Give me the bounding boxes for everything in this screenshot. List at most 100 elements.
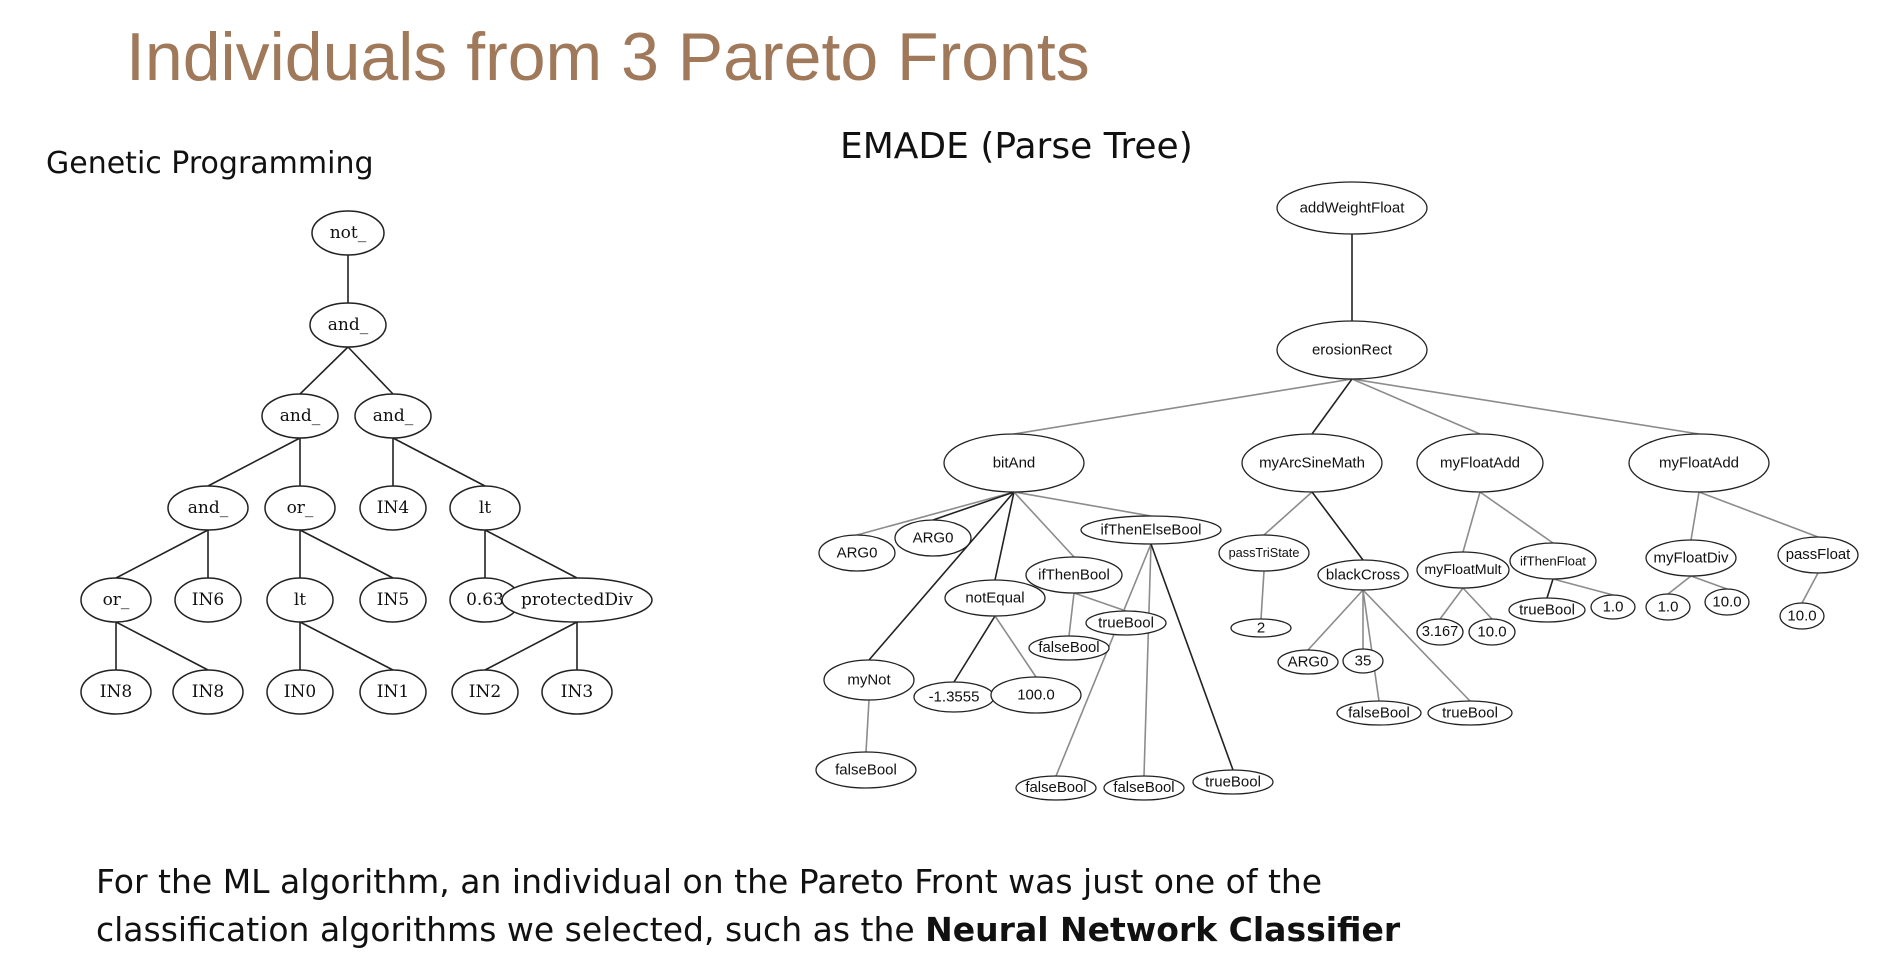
emade-node-shape [1277, 649, 1339, 675]
emade-node: 2 [1230, 618, 1292, 638]
emade-edge [1013, 491, 1152, 517]
gp-node-label: and_ [373, 406, 414, 426]
gp-edge [484, 621, 578, 671]
emade-node-shape [943, 433, 1085, 493]
emade-edges [856, 234, 1819, 777]
emade-node: trueBool [1192, 769, 1274, 795]
emade-node-label: myFloatAdd [1659, 455, 1739, 472]
emade-node-label: 10.0 [1477, 624, 1506, 641]
gp-edge [299, 529, 394, 579]
gp-node: lt [266, 577, 334, 623]
emade-node-shape [1468, 618, 1516, 646]
emade-node-label: ifThenFloat [1520, 554, 1586, 569]
gp-edges [115, 255, 578, 671]
gp-node-shape [167, 485, 249, 531]
emade-node-label: myFloatMult [1424, 562, 1501, 578]
emade-edge [1479, 491, 1554, 544]
emade-node-shape [1416, 618, 1464, 646]
gp-node-label: 0.63 [466, 590, 504, 610]
gp-node-shape [501, 577, 653, 623]
emade-edge [1263, 491, 1313, 536]
emade-node: 10.0 [1468, 618, 1516, 646]
gp-node-label: lt [294, 590, 306, 610]
emade-node-label: notEqual [965, 590, 1024, 607]
gp-node-label: IN8 [192, 682, 224, 702]
emade-node: -1.3555 [913, 681, 995, 713]
gp-node: protectedDiv [501, 577, 653, 623]
emade-node: ifThenElseBool [1080, 515, 1222, 545]
emade-edge [1150, 543, 1234, 771]
emade-edge [1143, 543, 1152, 777]
emade-node-label: 1.0 [1603, 599, 1624, 616]
emade-node-shape [1336, 700, 1422, 726]
emade-node-label: 100.0 [1017, 687, 1055, 704]
gp-node: and_ [309, 302, 387, 348]
gp-edge [207, 437, 301, 487]
emade-node: falseBool [1015, 775, 1097, 801]
emade-node: passTriState [1218, 534, 1310, 572]
emade-node-label: addWeightFloat [1300, 200, 1406, 217]
gp-node: IN8 [80, 669, 152, 715]
gp-node: and_ [167, 485, 249, 531]
emade-node-shape [1317, 559, 1409, 591]
emade-node-label: ifThenBool [1038, 567, 1110, 584]
emade-node-label: 1.0 [1658, 599, 1679, 616]
emade-node-shape [1645, 539, 1737, 577]
emade-node: ARG0 [894, 519, 972, 557]
gp-node: 0.63 [449, 577, 521, 623]
gp-node-shape [359, 577, 427, 623]
emade-edge [1801, 572, 1819, 604]
emade-edge [1073, 592, 1127, 612]
emade-node-shape [1230, 618, 1292, 638]
gp-edge [347, 346, 394, 395]
emade-node-shape [1342, 648, 1384, 674]
gp-node-shape [449, 485, 521, 531]
emade-node-shape [1276, 320, 1428, 380]
emade-node-shape [1276, 181, 1428, 235]
gp-node-shape [359, 485, 427, 531]
gp-node-label: and_ [328, 315, 369, 335]
gp-edge [115, 621, 209, 671]
gp-node-shape [174, 577, 242, 623]
emade-node-label: ARG0 [1288, 654, 1329, 671]
emade-node-shape [1416, 433, 1544, 493]
emade-node: falseBool [1028, 635, 1110, 661]
emade-node-label: falseBool [1348, 705, 1410, 722]
emade-node: myFloatAdd [1416, 433, 1544, 493]
gp-node-label: protectedDiv [521, 590, 633, 610]
gp-node-shape [354, 393, 432, 439]
emade-node-label: ARG0 [913, 530, 954, 547]
gp-node-label: IN5 [377, 590, 409, 610]
gp-edge [115, 529, 209, 579]
gp-node: IN6 [174, 577, 242, 623]
gp-node-shape [80, 577, 152, 623]
emade-edge [1351, 378, 1700, 435]
emade-edge [1667, 575, 1692, 595]
emade-edge [865, 699, 870, 753]
emade-node: 1.0 [1590, 594, 1636, 620]
emade-node: falseBool [1103, 775, 1185, 801]
emade-node-shape [1704, 588, 1750, 616]
gp-node-label: and_ [280, 406, 321, 426]
emade-node: blackCross [1317, 559, 1409, 591]
emade-node-shape [894, 519, 972, 557]
emade-node: erosionRect [1276, 320, 1428, 380]
emade-node-shape [1103, 775, 1185, 801]
gp-node: IN0 [266, 669, 334, 715]
gp-node: IN5 [359, 577, 427, 623]
emade-node-shape [818, 534, 896, 572]
gp-node-shape [261, 393, 339, 439]
gp-node: IN1 [359, 669, 427, 715]
emade-edge [1311, 378, 1353, 435]
emade-section-label: EMADE (Parse Tree) [840, 126, 1193, 167]
emade-node-label: bitAnd [993, 455, 1036, 472]
gp-node: IN3 [541, 669, 613, 715]
emade-node: falseBool [815, 751, 917, 789]
gp-node-shape [172, 669, 244, 715]
gp-node: and_ [354, 393, 432, 439]
emade-node-shape [1241, 433, 1383, 493]
emade-node-shape [815, 751, 917, 789]
emade-node-label: 10.0 [1712, 594, 1741, 611]
gp-node: or_ [80, 577, 152, 623]
emade-node-label: -1.3555 [929, 689, 980, 706]
